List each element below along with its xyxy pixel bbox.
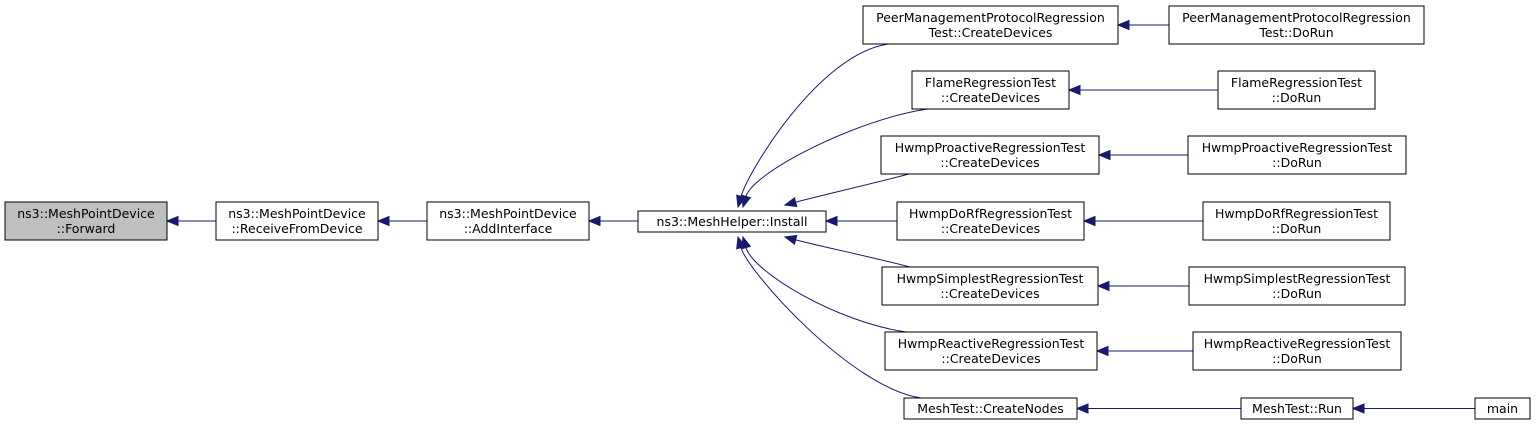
node-label-line: ns3::MeshHelper::Install [657,214,808,229]
edge-pmp_cd-to-install [740,43,889,197]
node-label-line: ::DoRun [1272,90,1322,105]
node-label-line: PeerManagementProtocolRegression [1182,10,1411,25]
node-box [637,210,827,233]
node-main[interactable]: main [1474,397,1531,420]
node-box [896,201,1085,241]
arrowhead-flame_run-to-flame_cd [1067,84,1081,96]
edge-flame_cd-to-install [745,108,928,197]
node-box [1240,397,1354,420]
arrowhead-hpro_cd-to-install [783,196,798,208]
node-label-line: HwmpDoRfRegressionTest [909,206,1072,221]
node-box [884,331,1098,371]
arrowhead-hreac_run-to-hreac_cd [1095,345,1109,357]
node-label-line: HwmpSimplestRegressionTest [1204,271,1391,286]
node-mt_run[interactable]: MeshTest::Run [1240,397,1354,420]
node-label-line: ::CreateDevices [941,351,1040,366]
node-pmp_run[interactable]: PeerManagementProtocolRegressionTest::Do… [1168,5,1425,45]
node-label-line: ::DoRun [1272,221,1322,236]
node-hsimp_run[interactable]: HwmpSimplestRegressionTest::DoRun [1188,266,1406,306]
node-label-line: ::AddInterface [464,221,553,236]
node-label-line: Test::DoRun [1258,25,1333,40]
arrowhead-hsimp_cd-to-install [783,234,798,246]
node-label-line: HwmpProactiveRegressionTest [1202,140,1393,155]
node-install[interactable]: ns3::MeshHelper::Install [637,210,827,233]
arrowhead-hdorf_run-to-hdorf_cd [1082,215,1096,227]
node-label-line: MeshTest::Run [1252,401,1342,416]
edge-hsimp_cd-to-install [795,239,911,268]
node-label-line: ns3::MeshPointDevice [228,206,366,221]
node-label-line: ::CreateDevices [940,286,1039,301]
node-box [1474,397,1531,420]
node-label-line: HwmpProactiveRegressionTest [895,140,1086,155]
node-flame_run[interactable]: FlameRegressionTest::DoRun [1217,70,1376,110]
arrowhead-receive-to-forward [165,215,179,227]
node-box [215,201,379,241]
node-label-line: ::CreateDevices [941,90,1040,105]
node-box [911,70,1070,110]
node-label-line: HwmpDoRfRegressionTest [1215,206,1378,221]
node-box [1188,266,1406,306]
node-box [903,397,1078,420]
node-hdorf_cd[interactable]: HwmpDoRfRegressionTest::CreateDevices [896,201,1085,241]
node-label-line: HwmpReactiveRegressionTest [1204,336,1391,351]
node-box [426,201,590,241]
arrowhead-hdorf_cd-to-install [824,215,838,227]
node-hdorf_run[interactable]: HwmpDoRfRegressionTest::DoRun [1202,201,1391,241]
nodes-layer: ns3::MeshPointDevice::Forwardns3::MeshPo… [4,5,1531,420]
node-box [1217,70,1376,110]
edge-hreac_cd-to-install [745,247,907,333]
arrowhead-addif-to-receive [376,215,390,227]
node-label-line: FlameRegressionTest [1231,75,1362,90]
node-mt_cn[interactable]: MeshTest::CreateNodes [903,397,1078,420]
node-label-line: Test::CreateDevices [928,25,1053,40]
node-label-line: FlameRegressionTest [925,75,1056,90]
node-pmp_cd[interactable]: PeerManagementProtocolRegressionTest::Cr… [862,5,1119,45]
node-box [4,201,168,241]
node-label-line: ::DoRun [1272,351,1322,366]
node-label-line: ::Forward [57,221,116,236]
arrowhead-mt_run-to-mt_cn [1075,403,1089,414]
node-addif[interactable]: ns3::MeshPointDevice::AddInterface [426,201,590,241]
node-label-line: ns3::MeshPointDevice [439,206,577,221]
arrowhead-pmp_run-to-pmp_cd [1116,19,1130,31]
node-box [880,135,1100,175]
edge-hpro_cd-to-install [795,173,910,203]
node-hreac_cd[interactable]: HwmpReactiveRegressionTest::CreateDevice… [884,331,1098,371]
node-flame_cd[interactable]: FlameRegressionTest::CreateDevices [911,70,1070,110]
node-label-line: ::DoRun [1272,286,1322,301]
node-label-line: ns3::MeshPointDevice [17,206,155,221]
node-label-line: ::ReceiveFromDevice [231,221,362,236]
node-label-line: MeshTest::CreateNodes [917,401,1064,416]
node-label-line: ::CreateDevices [940,155,1039,170]
node-box [1192,331,1402,371]
node-hpro_run[interactable]: HwmpProactiveRegressionTest::DoRun [1187,135,1407,175]
node-box [1168,5,1425,45]
node-box [1187,135,1407,175]
node-hpro_cd[interactable]: HwmpProactiveRegressionTest::CreateDevic… [880,135,1100,175]
node-box [862,5,1119,45]
node-receive[interactable]: ns3::MeshPointDevice::ReceiveFromDevice [215,201,379,241]
arrowhead-mt_cn-to-install [736,235,747,250]
arrowhead-hsimp_run-to-hsimp_cd [1096,280,1110,292]
arrowhead-main-to-mt_run [1351,403,1365,414]
edge-mt_cn-to-install [740,247,922,399]
node-forward[interactable]: ns3::MeshPointDevice::Forward [4,201,168,241]
node-label-line: main [1487,401,1518,416]
arrowhead-hpro_run-to-hpro_cd [1097,149,1111,161]
node-label-line: ::DoRun [1272,155,1322,170]
node-label-line: HwmpSimplestRegressionTest [897,271,1084,286]
node-hsimp_cd[interactable]: HwmpSimplestRegressionTest::CreateDevice… [881,266,1099,306]
node-box [881,266,1099,306]
edges-layer [165,19,1475,414]
node-label-line: PeerManagementProtocolRegression [876,10,1105,25]
node-box [1202,201,1391,241]
node-label-line: HwmpReactiveRegressionTest [898,336,1085,351]
node-label-line: ::CreateDevices [941,221,1040,236]
arrowhead-flame_cd-to-install [741,194,752,209]
node-hreac_run[interactable]: HwmpReactiveRegressionTest::DoRun [1192,331,1402,371]
arrowhead-install-to-addif [587,215,601,227]
